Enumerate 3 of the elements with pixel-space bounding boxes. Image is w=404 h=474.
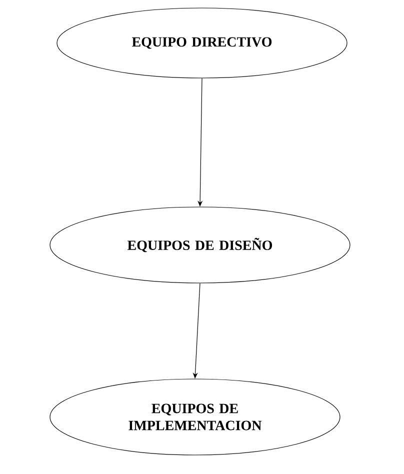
ellipse-node: EQUIPOS DE DISEÑO bbox=[50, 206, 350, 284]
ellipse-node: EQUIPO DIRECTIVO bbox=[56, 8, 348, 78]
ellipse-node: EQUIPOS DE IMPLEMENTACION bbox=[50, 378, 340, 456]
